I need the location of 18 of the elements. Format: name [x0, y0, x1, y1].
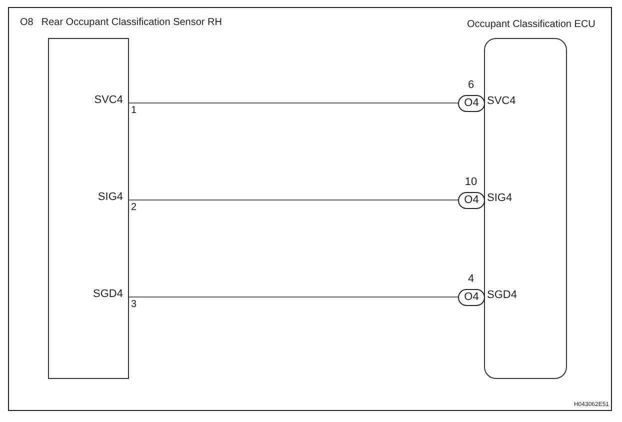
pin-name: SVC4 — [487, 95, 516, 107]
pin-name: SVC4 — [94, 94, 123, 106]
pin-number: 1 — [131, 105, 137, 116]
pin-number: 10 — [464, 176, 478, 188]
pin-name: SGD4 — [93, 288, 123, 300]
pin-number: 6 — [468, 79, 474, 91]
component-name: Occupant Classification ECU — [467, 19, 596, 30]
pin-number: 3 — [131, 299, 137, 310]
pin-name: SIG4 — [98, 191, 123, 203]
pin-number: 4 — [468, 273, 474, 285]
wire — [129, 199, 458, 201]
pin-name: SGD4 — [487, 289, 517, 301]
connector-code: O8 — [20, 17, 34, 28]
component-name: Rear Occupant Classification Sensor RH — [41, 17, 222, 28]
wire — [129, 296, 458, 298]
wire — [129, 102, 458, 104]
pin-number: 2 — [131, 202, 137, 213]
pin-name: SIG4 — [487, 192, 512, 204]
